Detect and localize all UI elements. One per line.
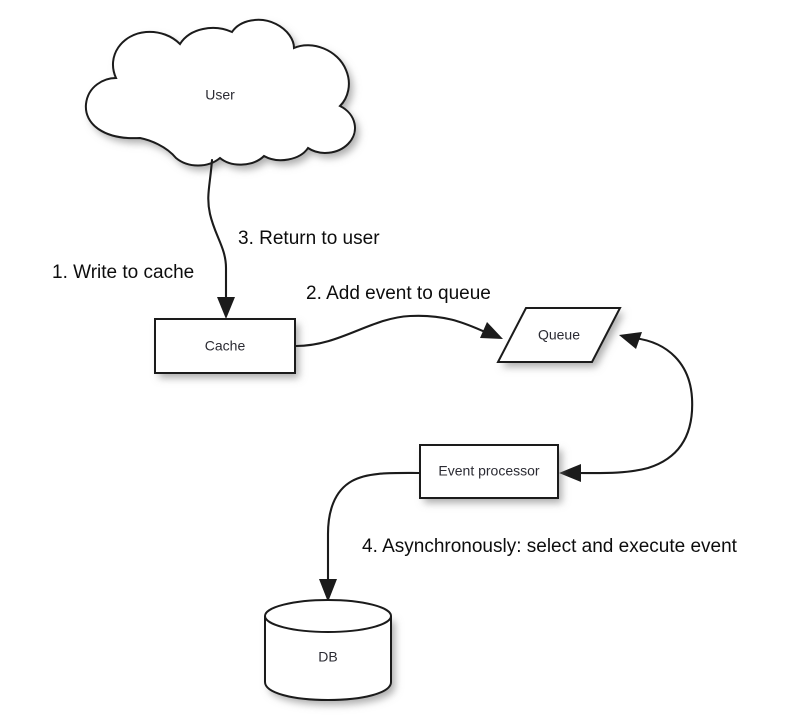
step-label-3: 3. Return to user (238, 228, 380, 249)
edge-event-processor-to-db-line (326, 471, 421, 590)
step-label-1: 1. Write to cache (52, 262, 194, 283)
step-label-4: 4. Asynchronously: select and execute ev… (362, 536, 738, 557)
cloud-shape (85, 19, 355, 166)
arrow-head-into-queue-right (619, 332, 642, 349)
node-cache[interactable]: Cache (154, 318, 296, 374)
step-label-2: 2. Add event to queue (306, 283, 491, 304)
node-db[interactable]: DB (264, 599, 392, 702)
cloud-outline (84, 18, 356, 167)
arrow-head-into-db (319, 579, 337, 602)
db-top-outline (264, 599, 392, 633)
edge-cache-to-queue[interactable] (294, 314, 503, 348)
event-processor-shape (420, 445, 558, 498)
node-label-cache: Cache (205, 338, 246, 354)
node-label-event-processor: Event processor (438, 463, 539, 479)
edge-user-to-cache[interactable] (207, 158, 235, 319)
arrow-head-into-cache (217, 297, 235, 319)
event-processor-outline (419, 444, 559, 499)
edge-cache-to-queue-line (294, 314, 492, 348)
db-body-shape (265, 616, 391, 700)
db-top-ellipse (265, 600, 391, 632)
queue-outline (496, 307, 622, 363)
db-body-outline (264, 616, 392, 702)
node-label-user: User (205, 87, 235, 103)
node-label-db: DB (318, 649, 337, 665)
queue-shape (498, 308, 620, 362)
cache-shape (155, 319, 295, 373)
edge-user-to-cache-line (207, 158, 228, 308)
edge-loop-line (576, 336, 694, 475)
arrow-head-into-queue-left (480, 322, 503, 339)
edge-queue-event-processor-loop[interactable] (559, 332, 694, 482)
node-queue[interactable]: Queue (496, 307, 622, 363)
node-label-queue: Queue (538, 327, 580, 343)
edge-event-processor-to-db[interactable] (319, 471, 421, 602)
node-user[interactable]: User (84, 18, 356, 167)
arrow-head-into-event-processor (559, 464, 581, 482)
node-event-processor[interactable]: Event processor (419, 444, 559, 499)
